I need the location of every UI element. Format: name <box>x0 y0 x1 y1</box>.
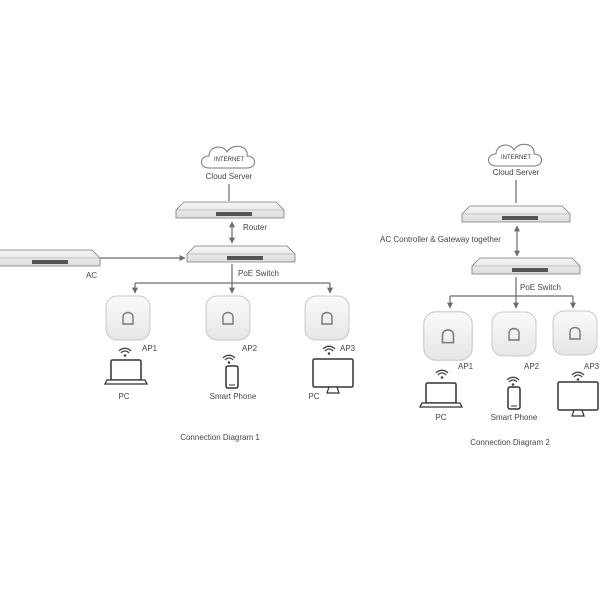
cloud-server-label: Cloud Server <box>206 172 253 181</box>
phone-icon <box>225 365 239 389</box>
ap-label: AP2 <box>524 362 540 371</box>
laptop-icon <box>104 359 148 385</box>
wifi-icon <box>506 376 520 387</box>
laptop-icon <box>419 382 463 408</box>
ac-label: AC <box>86 271 97 280</box>
desktop-monitor-icon <box>312 358 354 394</box>
phone-icon <box>507 386 521 410</box>
ap-label: AP1 <box>458 362 474 371</box>
ap-1: AP1 <box>105 295 158 353</box>
client-label: PC <box>118 392 129 401</box>
router-icon <box>175 201 285 219</box>
internet-label: INTERNET <box>214 157 244 163</box>
internet-label: INTERNET <box>501 155 531 161</box>
wifi-icon <box>222 354 236 365</box>
ac-device: AC <box>0 249 101 280</box>
wifi-icon <box>435 369 449 380</box>
access-point-icon <box>491 311 537 357</box>
ap-2: AP2 <box>205 295 258 353</box>
diagram-2: INTERNET Cloud Server AC Controller & Ga… <box>380 143 600 447</box>
poe-switch-label: PoE Switch <box>520 283 561 292</box>
client-label: PC <box>435 413 446 422</box>
router-label: Router <box>243 223 267 232</box>
desktop-monitor-icon <box>557 381 599 417</box>
client-label: Smart Phone <box>210 392 257 401</box>
ap-label: AP3 <box>584 362 600 371</box>
ap-label: AP1 <box>142 344 158 353</box>
access-point-icon <box>205 295 251 341</box>
wifi-icon <box>322 345 336 356</box>
client-label: Smart Phone <box>491 413 538 422</box>
diagram-caption: Connection Diagram 2 <box>470 438 550 447</box>
cloud-server-2: INTERNET Cloud Server <box>488 143 542 177</box>
ap-3: AP3 <box>552 310 600 371</box>
poe-switch-1: PoE Switch <box>186 245 296 278</box>
router-device: Router <box>175 201 285 232</box>
ap-1: AP1 <box>423 311 474 371</box>
diagram-caption: Connection Diagram 1 <box>180 433 260 442</box>
cloud-server-1: INTERNET Cloud Server <box>201 145 255 181</box>
ap-2: AP2 <box>491 311 540 371</box>
poe-switch-2: PoE Switch <box>471 257 581 292</box>
gateway-icon <box>461 205 571 223</box>
switch-icon <box>186 245 296 263</box>
gateway-label: AC Controller & Gateway together <box>380 235 501 244</box>
wifi-icon <box>118 347 132 358</box>
ac-icon <box>0 249 101 267</box>
ap-label: AP3 <box>340 344 356 353</box>
ap-3: AP3 <box>304 295 356 353</box>
wifi-icon <box>571 371 585 382</box>
cloud-server-label: Cloud Server <box>493 168 540 177</box>
diagram-1: INTERNET Cloud Server Router AC PoE Swit… <box>0 145 356 442</box>
switch-icon <box>471 257 581 275</box>
access-point-icon <box>105 295 151 341</box>
access-point-icon <box>423 311 473 361</box>
client-label: PC <box>308 392 319 401</box>
access-point-icon <box>552 310 598 356</box>
ap-label: AP2 <box>242 344 258 353</box>
gateway-device: AC Controller & Gateway together <box>380 205 571 244</box>
poe-switch-label: PoE Switch <box>238 269 279 278</box>
access-point-icon <box>304 295 350 341</box>
